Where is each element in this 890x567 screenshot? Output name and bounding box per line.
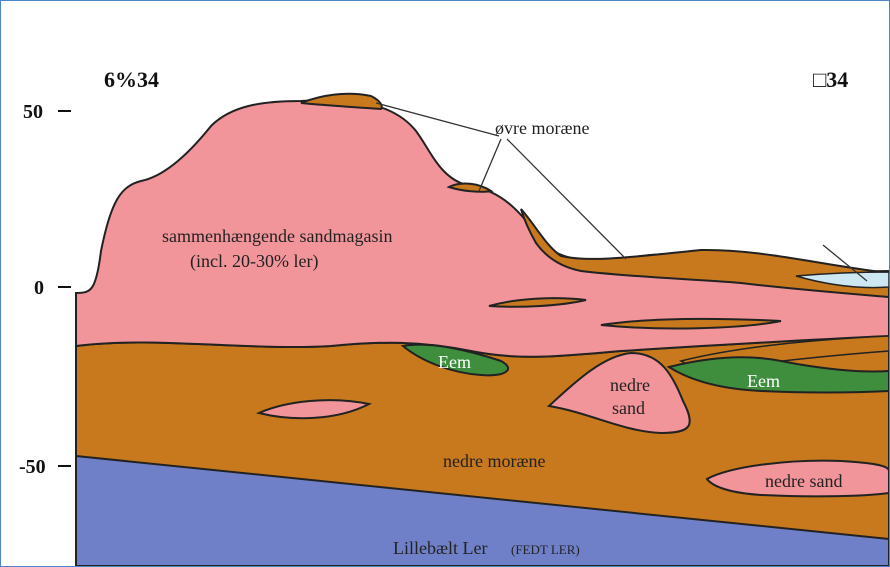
y-tick-label-0: 0 [34,277,44,299]
label-lillebaelt-ler: Lillebælt Ler [393,538,487,558]
label-nedre-sand-mid-2: sand [612,398,645,418]
label-nedre-sand-mid-1: nedre [610,375,650,395]
label-ovre-morane: øvre moræne [495,118,589,138]
y-tick-label-50: 50 [23,101,43,123]
label-nedre-morane: nedre moræne [443,451,545,471]
y-tick-label-minus50: -50 [19,456,46,478]
label-sandmagasin-line1: sammenhængende sandmagasin [162,226,392,246]
corner-label-right: □34 [813,67,848,92]
label-eem-right: Eem [747,371,780,391]
label-sandmagasin-line2: (incl. 20-30% ler) [190,251,318,272]
leader-line-2 [479,139,501,191]
corner-label-left: 6%34 [104,67,159,92]
label-eem-left: Eem [438,352,471,372]
label-fedt-ler: (FEDT LER) [511,542,580,557]
label-nedre-sand-right: nedre sand [765,471,842,491]
